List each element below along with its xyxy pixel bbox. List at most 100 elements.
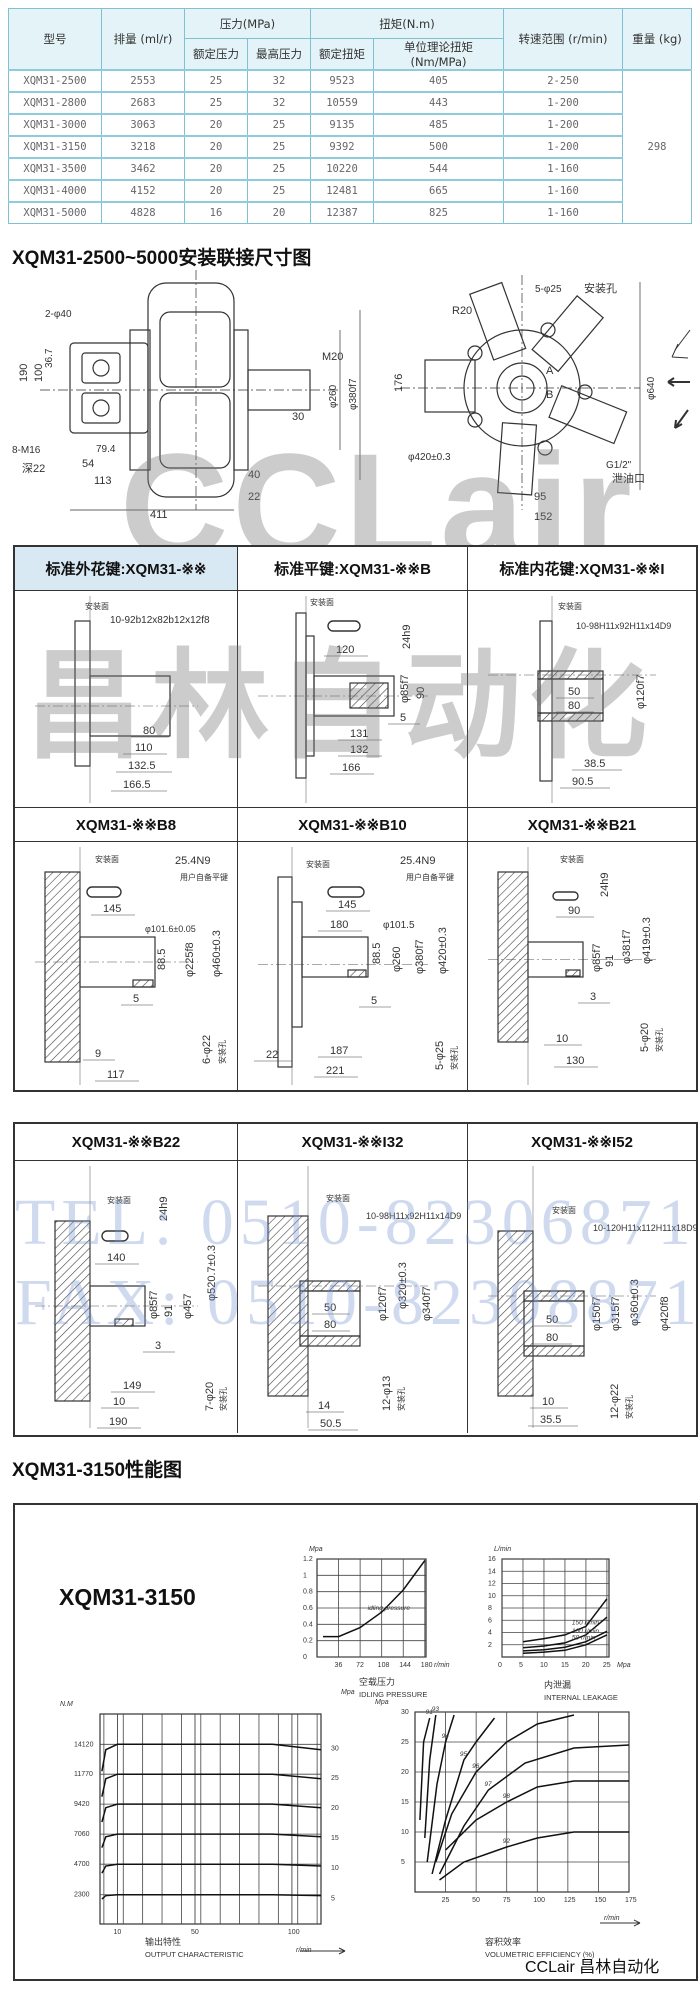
col-rated-pressure: 额定压力 bbox=[184, 38, 248, 71]
dimension-label: 145 bbox=[103, 903, 121, 915]
panel-title: 标准内花键:XQM31-※※I bbox=[468, 547, 696, 591]
dimension-label: 91 bbox=[604, 955, 616, 967]
chart-title-en: VOLUMETRIC EFFICIENCY (%) bbox=[485, 1950, 595, 1959]
dimension-label: 50.5 bbox=[320, 1418, 341, 1430]
dimension-label: 152 bbox=[534, 511, 552, 523]
chart-title-cn: 空载压力 bbox=[359, 1676, 395, 1687]
col-unit-torque: 单位理论扭矩 (Nm/MPa) bbox=[373, 38, 504, 71]
table-cell: 32 bbox=[247, 69, 311, 93]
table-cell: 20 bbox=[184, 157, 248, 181]
table-cell: 10220 bbox=[310, 157, 374, 181]
dimension-label: 安装孔 bbox=[217, 1040, 227, 1064]
dimension-label: 安装孔 bbox=[654, 1028, 664, 1052]
x-tick-label: 150 bbox=[594, 1897, 606, 1904]
dimension-label: 5-φ25 bbox=[434, 1041, 446, 1070]
y2-tick-label: 15 bbox=[331, 1835, 339, 1842]
col-model: 型号 bbox=[8, 8, 102, 71]
col-max-pressure: 最高压力 bbox=[247, 38, 311, 71]
dimension-label: B bbox=[546, 389, 553, 401]
y-tick-label: 2 bbox=[488, 1642, 492, 1649]
dimension-label: M20 bbox=[322, 351, 343, 363]
table-cell: 405 bbox=[373, 69, 504, 93]
series-label: 92 bbox=[503, 1838, 511, 1845]
dimension-label: 79.4 bbox=[96, 444, 116, 455]
series-label: 98 bbox=[503, 1793, 511, 1800]
series-label: 50 r/min bbox=[572, 1635, 596, 1642]
table-cell: 3462 bbox=[101, 157, 185, 181]
series-label: idling pressure bbox=[368, 1605, 411, 1612]
y-tick-label: 14 bbox=[488, 1568, 496, 1575]
dimension-label: φ85f7 bbox=[591, 943, 603, 972]
series-line bbox=[419, 1717, 431, 1821]
series-label: 93 bbox=[432, 1706, 440, 1713]
dimension-label: 100 bbox=[33, 364, 45, 382]
table-cell: XQM31-5000 bbox=[8, 201, 102, 224]
dimension-label: φ460±0.3 bbox=[211, 930, 223, 977]
y-tick-label: 8 bbox=[488, 1605, 492, 1612]
dimension-label: 80 bbox=[324, 1319, 336, 1331]
key-slot bbox=[86, 886, 122, 898]
dimension-label: 2-φ40 bbox=[45, 309, 72, 320]
dimension-label: 95 bbox=[534, 491, 546, 503]
dimension-label: φ340f7 bbox=[421, 1286, 433, 1321]
dimension-label: 10-98H11x92H11x14D9 bbox=[576, 621, 671, 631]
table-cell: XQM31-3000 bbox=[8, 113, 102, 137]
table-cell: 500 bbox=[373, 135, 504, 159]
y2-tick-label: 30 bbox=[331, 1745, 339, 1752]
key-slot bbox=[327, 886, 365, 898]
dimension-label: φ315f7 bbox=[610, 1296, 622, 1331]
series-label: 97 bbox=[484, 1781, 492, 1788]
table-cell: 20 bbox=[247, 201, 311, 224]
dimension-label: φ260 bbox=[328, 384, 339, 408]
x-axis-label: Mpa bbox=[617, 1662, 631, 1669]
dimension-label: φ120f7 bbox=[635, 674, 647, 709]
x-tick-label: 5 bbox=[519, 1662, 523, 1669]
table-cell: 16 bbox=[184, 201, 248, 224]
footer-brand: CCLair 昌林自动化 bbox=[525, 1958, 659, 1976]
dimension-label: 5-φ20 bbox=[639, 1023, 651, 1052]
table-cell: 25 bbox=[247, 113, 311, 137]
col-torque: 扭矩(N.m) bbox=[310, 8, 504, 39]
x-tick-label: 10 bbox=[113, 1929, 121, 1936]
dimension-label: 安装面 bbox=[552, 1205, 576, 1215]
table-cell: 9135 bbox=[310, 113, 374, 137]
dimension-label: φ520.7±0.3 bbox=[206, 1245, 218, 1301]
y-tick-label: 2300 bbox=[74, 1892, 90, 1899]
key-slot bbox=[552, 891, 579, 901]
table-cell: 2553 bbox=[101, 69, 185, 93]
series-label: 96 bbox=[472, 1763, 480, 1770]
table-cell: 25 bbox=[184, 69, 248, 93]
dimension-label: 120 bbox=[336, 644, 354, 656]
dimension-label: 221 bbox=[326, 1065, 344, 1077]
dimension-label: φ101.5 bbox=[383, 920, 415, 931]
table-cell: 1-200 bbox=[503, 135, 623, 159]
y-tick-label: 0.4 bbox=[303, 1621, 313, 1628]
dimension-label: 安装面 bbox=[107, 1195, 131, 1205]
table-cell: 825 bbox=[373, 201, 504, 224]
dimension-label: 38.5 bbox=[584, 758, 605, 770]
dimension-label: 113 bbox=[94, 475, 112, 487]
y-tick-label: 14120 bbox=[74, 1741, 94, 1748]
table-cell: XQM31-2800 bbox=[8, 91, 102, 115]
dimension-label: 10 bbox=[113, 1396, 125, 1408]
dimension-label: φ420±0.3 bbox=[437, 927, 449, 974]
dimension-label: 80 bbox=[546, 1332, 558, 1344]
table-cell: XQM31-2500 bbox=[8, 69, 102, 93]
series-line bbox=[426, 1714, 455, 1863]
y2-axis-label: Mpa bbox=[341, 1689, 355, 1696]
table-cell: XQM31-4000 bbox=[8, 179, 102, 203]
series-line bbox=[522, 1630, 608, 1652]
dimension-label: 安装面 bbox=[326, 1193, 350, 1203]
x-tick-label: 0 bbox=[498, 1662, 502, 1669]
